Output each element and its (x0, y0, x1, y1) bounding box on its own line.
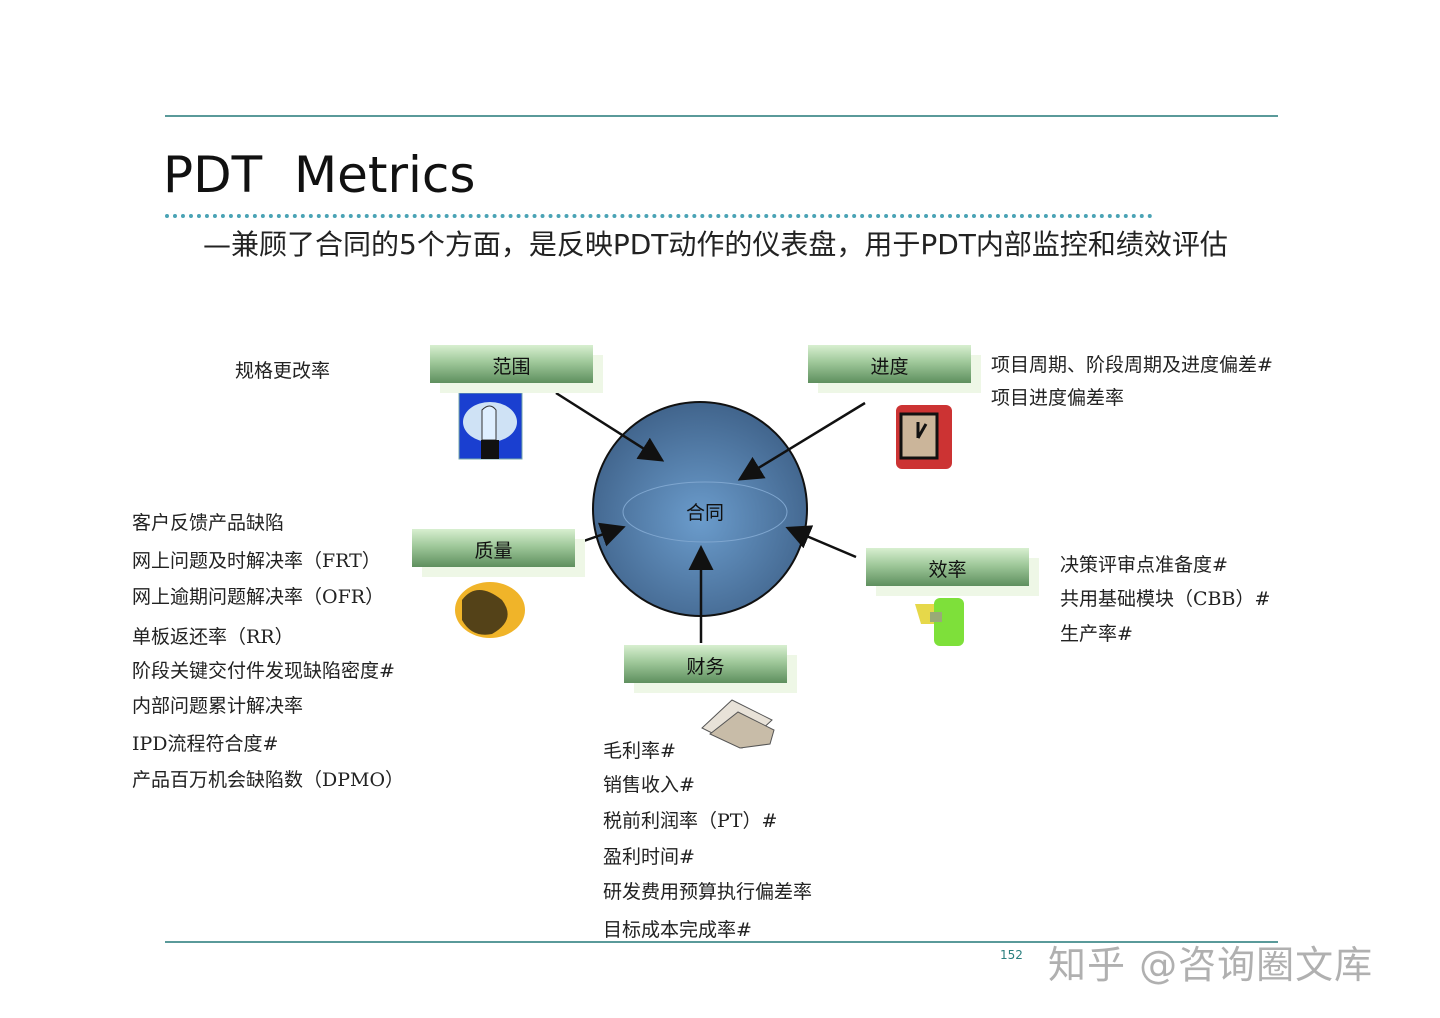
finance-metric: 毛利率# (603, 740, 676, 762)
center-label: 合同 (686, 502, 725, 524)
schedule-metric: 项目周期、阶段周期及进度偏差# (991, 354, 1273, 376)
quality-metric: 网上逾期问题解决率（OFR） (132, 586, 385, 608)
efficiency-metric: 共用基础模块（CBB）# (1060, 588, 1271, 610)
finance-metric: 目标成本完成率# (603, 919, 752, 941)
quality-metric: 产品百万机会缺陷数（DPMO） (132, 769, 405, 791)
efficiency-metric: 决策评审点准备度# (1060, 554, 1228, 576)
quality-metric: 网上问题及时解决率（FRT） (132, 550, 381, 572)
arrow-scope (555, 391, 665, 462)
finance-metric: 研发费用预算执行偏差率 (603, 881, 813, 903)
quality-metric: 客户反馈产品缺陷 (132, 512, 285, 534)
center-inner-ellipse (622, 481, 788, 543)
scope-metric: 规格更改率 (235, 360, 331, 382)
scanner-icon (701, 699, 775, 749)
alarm-clock-icon (896, 405, 952, 469)
quality-box: 质量 (412, 529, 575, 567)
quality-metric: 阶段关键交付件发现缺陷密度# (132, 660, 395, 682)
finance-metric: 税前利润率（PT）# (603, 810, 778, 832)
mouse-icon (458, 392, 523, 460)
finance-metric: 销售收入# (603, 774, 695, 796)
efficiency-metric: 生产率# (1060, 623, 1133, 645)
quality-metric: 单板返还率（RR） (132, 626, 294, 648)
bottom-rule (165, 941, 1278, 943)
finance-metric: 盈利时间# (603, 846, 695, 868)
scope-box: 范围 (430, 345, 593, 383)
schedule-metric: 项目进度偏差率 (991, 387, 1125, 409)
people-figure-icon (455, 582, 525, 638)
page-title: PDT Metrics (163, 146, 476, 204)
quality-metric: 内部问题累计解决率 (132, 695, 304, 717)
efficiency-box: 效率 (866, 548, 1029, 586)
trophy-icon (915, 598, 964, 646)
arrow-schedule (737, 401, 866, 481)
watermark: 知乎 @咨询圈文库 (1048, 943, 1374, 987)
subtitle: —兼顾了合同的5个方面，是反映PDT动作的仪表盘，用于PDT内部监控和绩效评估 (203, 228, 1228, 261)
arrow-efficiency (785, 525, 857, 559)
page-number: 152 (1000, 948, 1023, 962)
schedule-box: 进度 (808, 345, 971, 383)
top-rule (165, 115, 1278, 117)
dotted-divider (165, 214, 1153, 218)
arrow-quality (577, 522, 626, 547)
finance-box: 财务 (624, 645, 787, 683)
quality-metric: IPD流程符合度# (132, 733, 279, 755)
